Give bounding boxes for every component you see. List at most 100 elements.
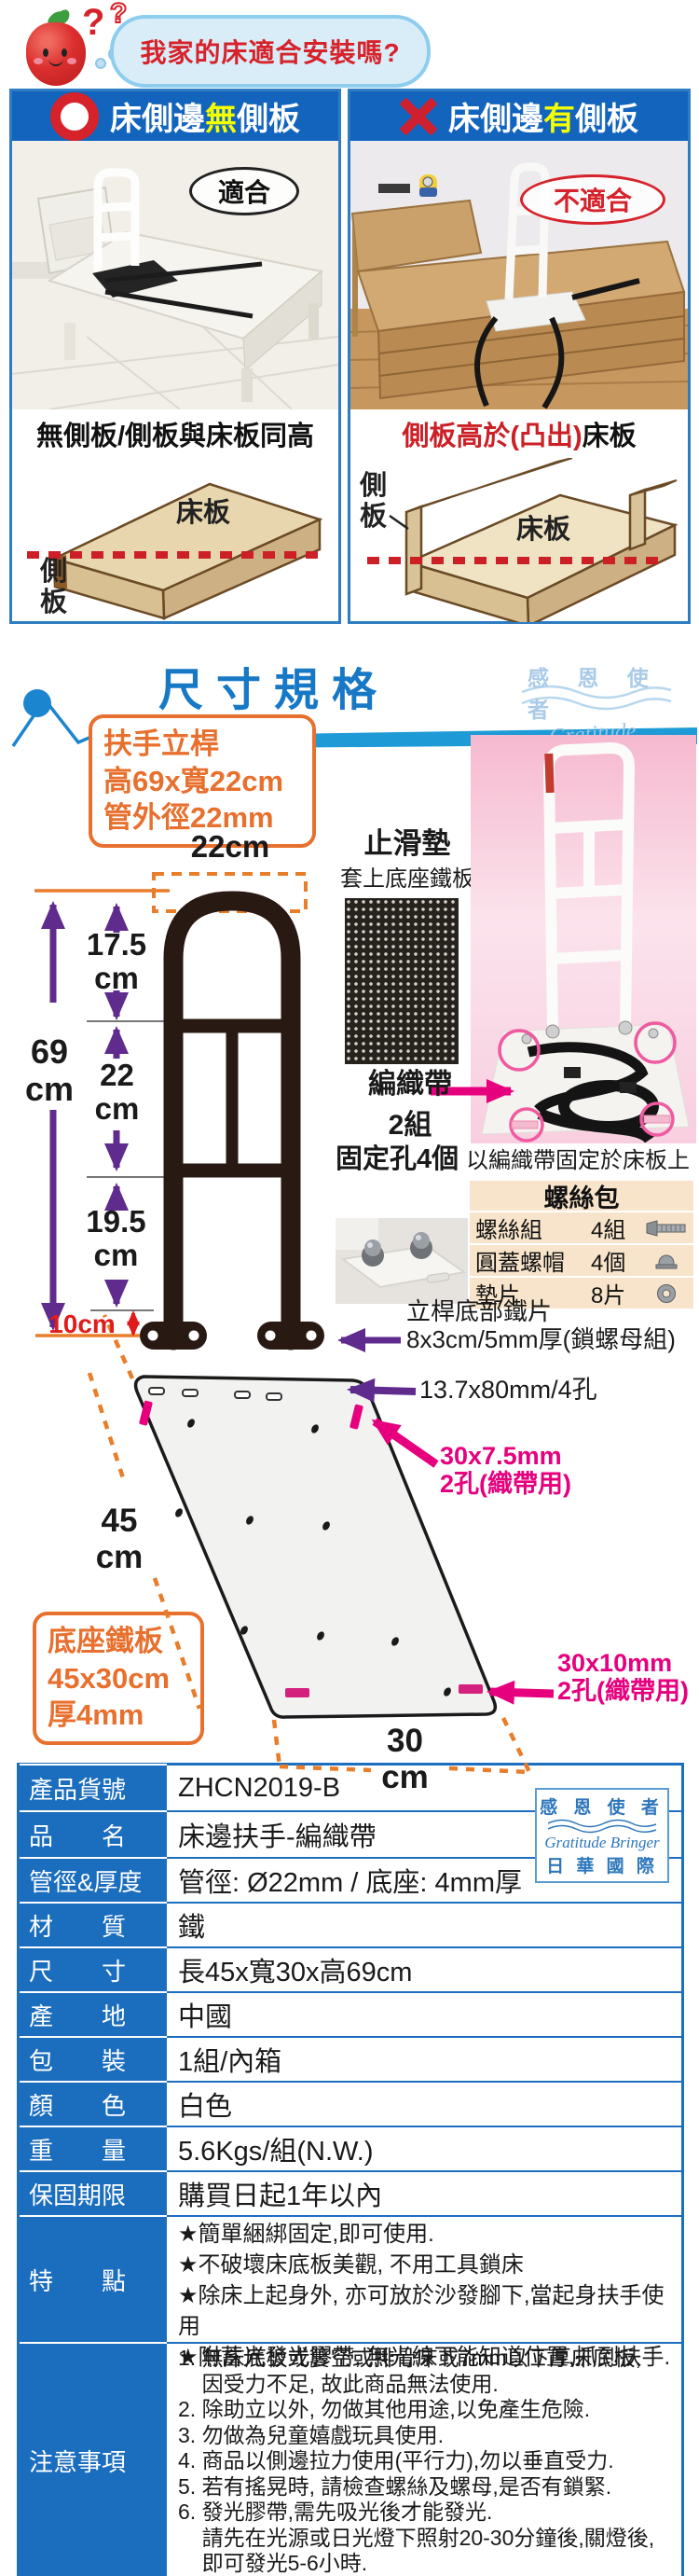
slot-in-photo: [643, 1115, 671, 1124]
straps-in-photo: [527, 1042, 659, 1143]
table-row: 產 地中國: [20, 1991, 681, 2036]
panel-no-side-board: 床側邊無側板: [9, 89, 341, 624]
company-watermark-box: 感 恩 使 者 Gratitude Bringer 日 華 國 際: [535, 1788, 669, 1883]
seg3-label: 19.5 cm: [86, 1204, 146, 1273]
slot-in-photo: [511, 1120, 539, 1129]
minion-figure: [419, 174, 437, 197]
dome-nut-icon: [410, 1232, 432, 1259]
washer-icon: [645, 1283, 688, 1304]
board-diagram-drawing: [367, 458, 678, 622]
dome-nut-icon: [362, 1240, 384, 1267]
circle-ok-icon: [50, 91, 99, 141]
board-diagram-drawing: [27, 482, 327, 620]
bed-photo-suitable: 適合: [12, 141, 338, 409]
speech-bubble: 我家的床適合安裝嗎?: [110, 15, 431, 88]
question-mark-icon: ?: [82, 2, 105, 43]
hole-callout-circles: [498, 1021, 677, 1143]
top-width-label: 22cm: [190, 829, 270, 864]
bed-photo-illustration: [350, 141, 688, 409]
question-text: 我家的床適合安裝嗎?: [140, 38, 401, 67]
feature-item: ★除床上起身外, 亦可放於沙發腳下,當起身扶手使用: [178, 2283, 665, 2339]
note-item: 3. 勿做為兒童嬉戲玩具使用.: [178, 2422, 444, 2447]
watermark-waves: [521, 685, 672, 711]
panel-caption: 側板高於(凸出)床板: [402, 422, 637, 451]
section-title: 尺寸規格: [158, 666, 391, 715]
plate-slot-label: 13.7x80mm/4孔: [419, 1376, 597, 1404]
panel-title: 床側邊有側板: [448, 102, 638, 137]
x-mark-icon: [400, 97, 437, 135]
bolt-closeup-photo: [336, 1218, 468, 1304]
bed-photo-illustration: [12, 141, 338, 409]
screw-pack-title: 螺絲包: [470, 1181, 693, 1212]
total-height-label: 69 cm: [24, 1032, 75, 1108]
watermark-en: Gratitude Bringer: [544, 1834, 660, 1851]
plate-height-label: 45 cm: [95, 1503, 144, 1575]
table-row-notes: 注意事項 1. 無床底板或簍空或排骨床或7mm以下厚床底板, 因受力不足, 故此…: [20, 2342, 681, 2576]
pink-slot-label-bottom: 30x10mm 2孔(織帶用): [557, 1649, 689, 1706]
panel-caption: 無側板/側板與床板同高: [35, 422, 315, 451]
feature-item: ★不破壞床底板美觀, 不用工具鎖床: [178, 2252, 524, 2278]
board-diagram-flush: 床板 側板: [12, 458, 338, 622]
watermark-cn: 感 恩 使 者: [540, 1798, 665, 1818]
strap-note: 以編織帶固定於床板上: [466, 1148, 690, 1173]
table-row: 保固期限購買日起1年以內: [20, 2170, 681, 2215]
foot-plate-note-1: 立桿底部鐵片: [406, 1297, 553, 1325]
table-row: 顏 色白色: [20, 2081, 681, 2126]
note-item: 1. 無床底板或簍空或排骨床或7mm以下厚床底板, 因受力不足, 故此商品無法使…: [178, 2346, 642, 2396]
unsuitable-badge: 不適合: [520, 174, 665, 225]
strap-name-label: 編織帶: [368, 1069, 452, 1100]
strap-qty-label: 2組: [388, 1110, 432, 1141]
panel-title: 床側邊無側板: [110, 102, 300, 137]
tomato-mascot: ? ?: [26, 0, 128, 88]
thought-dot: [95, 58, 106, 69]
foot-height-label: 10cm: [48, 1309, 116, 1338]
panel-has-side-board: 床側邊有側板: [348, 89, 691, 624]
feature-item: ★簡單綑綁固定,即可使用.: [178, 2222, 434, 2247]
strap-slot: [139, 1400, 363, 1430]
handrail-frame-drawing: [140, 891, 324, 1350]
cap-nut-icon: [645, 1253, 688, 1269]
product-photo: [471, 735, 696, 1143]
suitable-badge: 適合: [189, 167, 299, 215]
table-row-features: 特 點 ★簡單綑綁固定,即可使用. ★不破壞床底板美觀, 不用工具鎖床 ★除床上…: [20, 2215, 681, 2370]
note-item: 2. 除助立以外, 勿做其他用途,以免產生危險.: [178, 2397, 591, 2421]
seg2-label: 22 cm: [94, 1058, 140, 1127]
pink-slot-label-top: 30x7.5mm 2孔(織帶用): [440, 1442, 571, 1499]
straps-in-photo: [474, 278, 640, 409]
table-row: 品 名床邊扶手-編織帶: [20, 1810, 681, 1857]
watermark-waves: [547, 1819, 657, 1834]
handrail-in-photo: [93, 168, 140, 271]
antislip-subtitle: 套上底座鐵板: [340, 866, 474, 892]
tomato-body: [26, 22, 86, 86]
width-dashed-box: [152, 872, 308, 913]
note-item: 6. 發光膠帶,需先吸光後才能發光. 請先在光源或日光燈下照射20-30分鐘後,…: [178, 2500, 655, 2575]
note-item: 5. 若有搖晃時, 請檢查螺絲及螺母,是否有鎖緊.: [178, 2473, 612, 2499]
slot-callout-arrow: [347, 1378, 417, 1403]
pink-slot-arrow-bottom: [487, 1680, 555, 1705]
red-tape-marker: [544, 753, 555, 794]
table-row: 管徑&厚度管徑: Ø22mm / 底座: 4mm厚: [20, 1857, 681, 1902]
side-board-label: 側板: [40, 557, 68, 617]
watermark-cn2: 日 華 國 際: [546, 1857, 658, 1877]
table-row: 尺 寸長45x寬30x高69cm: [20, 1946, 681, 1991]
bed-board-label: 床板: [516, 515, 571, 545]
board-diagram-raised: 床板 側板: [350, 458, 688, 622]
feature-item: ★附蓄光發光膠帶, 無光線下能知道位置,抓到扶手.: [178, 2345, 671, 2370]
pink-slot-arrow-top: [371, 1418, 439, 1468]
side-board-label: 側板: [360, 471, 388, 532]
bolt-icon: [645, 1219, 688, 1237]
seg1-label: 17.5 cm: [86, 927, 147, 996]
panel-header-ok: 床側邊無側板: [12, 91, 338, 141]
foot-plate-note-2: 8x3cm/5mm厚(鎖螺母組): [406, 1325, 676, 1353]
antislip-mat-texture: [345, 898, 459, 1064]
strap-slot: [285, 1684, 483, 1697]
